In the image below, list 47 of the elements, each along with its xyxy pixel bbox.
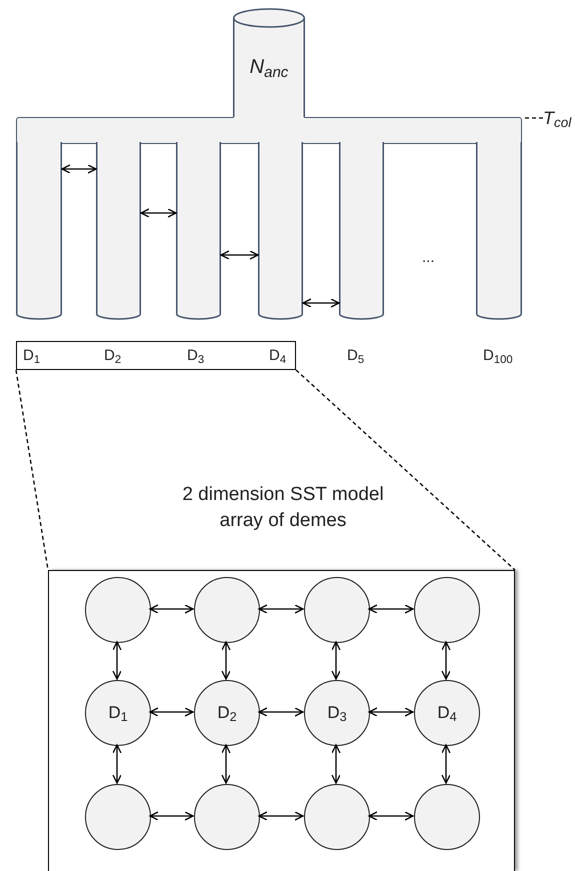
vertical-tube xyxy=(16,142,62,320)
double-arrow xyxy=(112,744,122,784)
node-label: D$_{1}$ xyxy=(23,346,40,368)
node-label: D$_{4}$ xyxy=(269,346,286,368)
deme-label: D$_{5}$ xyxy=(347,346,364,368)
double-arrow xyxy=(302,298,340,308)
double-arrow xyxy=(258,604,304,614)
node-label: N$_{anc}$ xyxy=(248,55,290,82)
double-arrow xyxy=(221,744,231,784)
node-label: D$_{1}$ xyxy=(108,702,128,726)
leader-line xyxy=(522,117,543,119)
vertical-tube xyxy=(96,142,141,320)
double-arrow xyxy=(149,604,194,614)
double-arrow xyxy=(112,641,122,680)
node-label: D$_{2}$ xyxy=(104,346,122,368)
double-arrow xyxy=(368,811,414,821)
double-arrow xyxy=(368,707,414,717)
dashed-line xyxy=(296,370,516,570)
double-arrow xyxy=(258,811,304,821)
double-arrow xyxy=(61,164,97,174)
title-text: 2 dimension SST model array of demes xyxy=(181,483,385,533)
frame-box xyxy=(48,570,515,871)
double-arrow xyxy=(368,604,414,614)
horizontal-tube xyxy=(16,117,522,144)
node-label: D$_{2}$ xyxy=(217,702,237,726)
dashed-line xyxy=(15,370,49,570)
double-arrow xyxy=(149,707,194,717)
vertical-tube xyxy=(258,142,303,320)
node-label: D$_{3}$ xyxy=(187,346,204,368)
double-arrow xyxy=(221,641,231,680)
double-arrow xyxy=(441,744,451,784)
vertical-tube xyxy=(476,142,522,320)
double-arrow xyxy=(258,707,304,717)
vertical-tube xyxy=(339,142,384,320)
node-label: T$_{col}$ xyxy=(543,108,572,128)
double-arrow xyxy=(140,208,177,218)
double-arrow xyxy=(331,641,341,680)
ellipsis-text: ... xyxy=(422,248,435,268)
double-arrow xyxy=(441,641,451,680)
double-arrow xyxy=(220,250,259,260)
node-label: D$_{4}$ xyxy=(437,702,457,726)
node-label: D$_{3}$ xyxy=(327,702,347,726)
double-arrow xyxy=(331,744,341,784)
double-arrow xyxy=(149,811,194,821)
selection-box xyxy=(16,341,296,370)
vertical-tube xyxy=(176,142,221,320)
deme-label: D$_{100}$ xyxy=(483,346,513,368)
